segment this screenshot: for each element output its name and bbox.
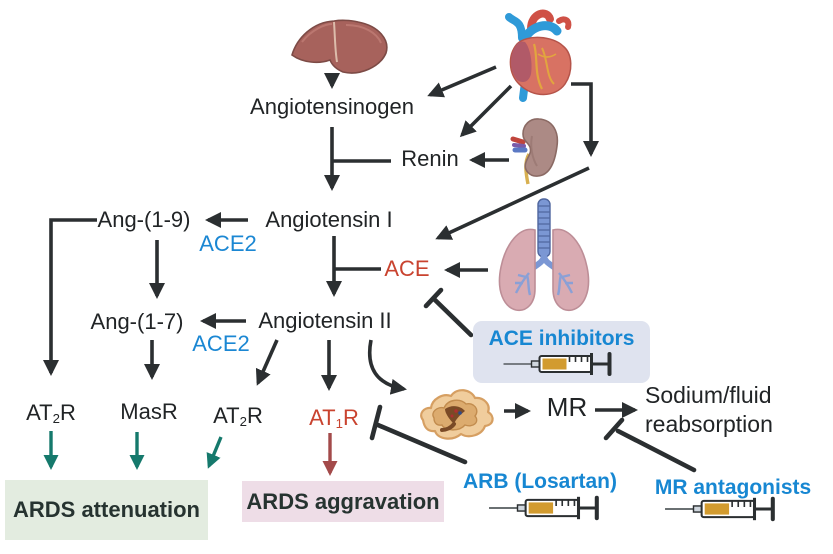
ards-attenuation-box: ARDS attenuation: [5, 480, 208, 540]
ards-aggravation-label: ARDS aggravation: [246, 488, 440, 514]
arb-losartan-label: ARB (Losartan): [462, 470, 618, 493]
mr-antagonists-label: MR antagonists: [654, 476, 812, 499]
lungs-illustration: [498, 198, 590, 312]
receptor-at2r-left: AT2R: [26, 400, 76, 426]
receptor-masr: MasR: [120, 399, 178, 424]
ards-aggravation-box: ARDS aggravation: [242, 481, 444, 522]
node-angiotensin-ii: Angiotensin II: [258, 308, 392, 333]
node-sodium-fluid-reabsorption: Sodium/fluid reabsorption: [645, 381, 773, 439]
ace-inhibitors-box: ACE inhibitors: [473, 321, 650, 383]
node-angiotensinogen: Angiotensinogen: [250, 94, 414, 119]
syringe-icon: [665, 496, 775, 522]
liver-illustration: [291, 19, 388, 74]
kidney-illustration: [510, 118, 559, 185]
enzyme-ace2-upper: ACE2: [199, 231, 257, 256]
syringe-icon: [503, 352, 612, 376]
receptor-mr: MR: [546, 392, 588, 422]
node-ang-1-7: Ang-(1-7): [90, 309, 184, 334]
enzyme-ace: ACE: [384, 256, 430, 281]
receptor-at2r-center: AT2R: [213, 403, 263, 429]
syringe-icon: [489, 495, 599, 521]
sodium-fluid-line2: reabsorption: [645, 411, 773, 437]
ace-inhibitors-label: ACE inhibitors: [488, 327, 635, 350]
receptor-at1r: AT1R: [309, 405, 359, 431]
node-ang-1-9: Ang-(1-9): [97, 207, 191, 232]
adrenal-gland-illustration: [420, 389, 494, 440]
enzyme-ace2-lower: ACE2: [192, 331, 250, 356]
heart-illustration: [505, 9, 572, 102]
node-renin: Renin: [401, 146, 459, 171]
sodium-fluid-line1: Sodium/fluid: [645, 382, 772, 408]
node-angiotensin-i: Angiotensin I: [265, 207, 393, 232]
ards-attenuation-label: ARDS attenuation: [13, 497, 200, 522]
